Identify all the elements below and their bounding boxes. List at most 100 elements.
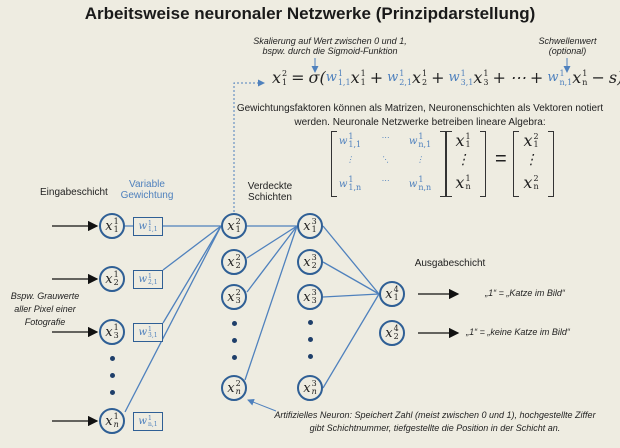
symbol-base: x bbox=[227, 254, 235, 270]
superscript: 4 bbox=[393, 285, 399, 294]
subscript: 1 bbox=[533, 139, 539, 149]
symbol-base: x bbox=[523, 131, 533, 150]
symbol-base: x bbox=[455, 131, 465, 150]
ellipsis-dot bbox=[110, 390, 115, 395]
subscript: 1 bbox=[311, 225, 317, 234]
threshold-annotation: Schwellenwert (optional) bbox=[530, 36, 605, 56]
superscript: 2 bbox=[235, 253, 241, 262]
subscript: 1 bbox=[235, 225, 241, 234]
superscript: 1 bbox=[113, 217, 119, 226]
symbol-base: x bbox=[473, 68, 483, 87]
subscript: 1 bbox=[393, 293, 399, 302]
symbol-base: x bbox=[105, 324, 113, 340]
matrix-cell: ⋮ bbox=[524, 152, 538, 168]
annotation-line: Schwellenwert bbox=[538, 36, 597, 46]
symbol-base: x bbox=[303, 380, 311, 396]
symbol-base: x bbox=[227, 380, 235, 396]
subscript: 1,1 bbox=[348, 140, 362, 149]
symbol-base: x bbox=[411, 68, 422, 87]
symbol-base: w bbox=[138, 274, 147, 285]
symbol-base: x bbox=[572, 68, 582, 87]
note-line: Fotografie bbox=[24, 317, 66, 327]
paragraph-line: werden. Neuronale Netzwerke betreiben li… bbox=[294, 117, 546, 128]
output-label-1: „1“ = „Katze im Bild“ bbox=[485, 288, 565, 298]
weights-label: Variable Gewichtung bbox=[117, 179, 177, 201]
output-layer-label: Ausgabeschicht bbox=[414, 258, 486, 269]
subscript: 3 bbox=[311, 296, 317, 305]
matrix-cell: ⋯ bbox=[381, 176, 389, 185]
subscript: 3,1 bbox=[460, 77, 474, 87]
symbol-base: x bbox=[303, 289, 311, 305]
subscript: 2 bbox=[235, 261, 241, 270]
superscript: 2 bbox=[533, 131, 539, 141]
subscript: 2 bbox=[393, 332, 399, 341]
superscript: 2 bbox=[235, 288, 241, 297]
plus-sign: + bbox=[529, 68, 544, 87]
subscript: 3,1 bbox=[148, 331, 158, 339]
symbol-base: x bbox=[105, 271, 113, 287]
symbol-base: x bbox=[523, 173, 533, 192]
matrix-bracket bbox=[548, 131, 554, 197]
note-line: Artifizielles Neuron: Speichert Zahl (me… bbox=[274, 410, 596, 420]
subscript: n,n bbox=[418, 183, 432, 192]
superscript: 1 bbox=[422, 68, 428, 78]
symbol-base: x bbox=[385, 325, 393, 341]
superscript: 1 bbox=[337, 68, 343, 78]
symbol-base: w bbox=[138, 416, 147, 427]
matrix-bracket bbox=[480, 131, 486, 197]
note-line: Bspw. Grauwerte bbox=[10, 291, 80, 301]
subscript: 1,n bbox=[348, 183, 362, 192]
superscript: 2 bbox=[282, 68, 288, 78]
symbol-base: w bbox=[325, 70, 337, 85]
superscript: 1 bbox=[360, 68, 366, 78]
subscript: n bbox=[582, 77, 588, 87]
label-line: Variable bbox=[129, 179, 165, 190]
matrix-paragraph: Gewichtungsfaktoren können als Matrizen,… bbox=[230, 102, 610, 130]
superscript: 2 bbox=[235, 217, 241, 226]
ellipsis: ⋯ bbox=[509, 68, 526, 87]
label-line: Schichten bbox=[248, 192, 292, 203]
matrix-cell: ⋯ bbox=[381, 133, 389, 142]
annotation-line: bspw. durch die Sigmoid-Funktion bbox=[262, 46, 398, 56]
sigmoid-annotation: Skalierung auf Wert zwischen 0 und 1, bs… bbox=[240, 36, 420, 56]
annotation-line: Skalierung auf Wert zwischen 0 und 1, bbox=[253, 36, 407, 46]
subscript: n,1 bbox=[559, 77, 573, 87]
matrix-cell: ⋮ bbox=[346, 155, 354, 164]
close-paren: ) bbox=[617, 68, 620, 87]
connection bbox=[162, 225, 222, 271]
superscript: 1 bbox=[582, 68, 588, 78]
equals-sign: = bbox=[291, 68, 305, 87]
ellipsis-dot bbox=[232, 321, 237, 326]
symbol-base: w bbox=[387, 70, 399, 85]
superscript: 1 bbox=[418, 132, 424, 141]
input-note: Bspw. Grauwerte aller Pixel einer Fotogr… bbox=[5, 290, 85, 329]
